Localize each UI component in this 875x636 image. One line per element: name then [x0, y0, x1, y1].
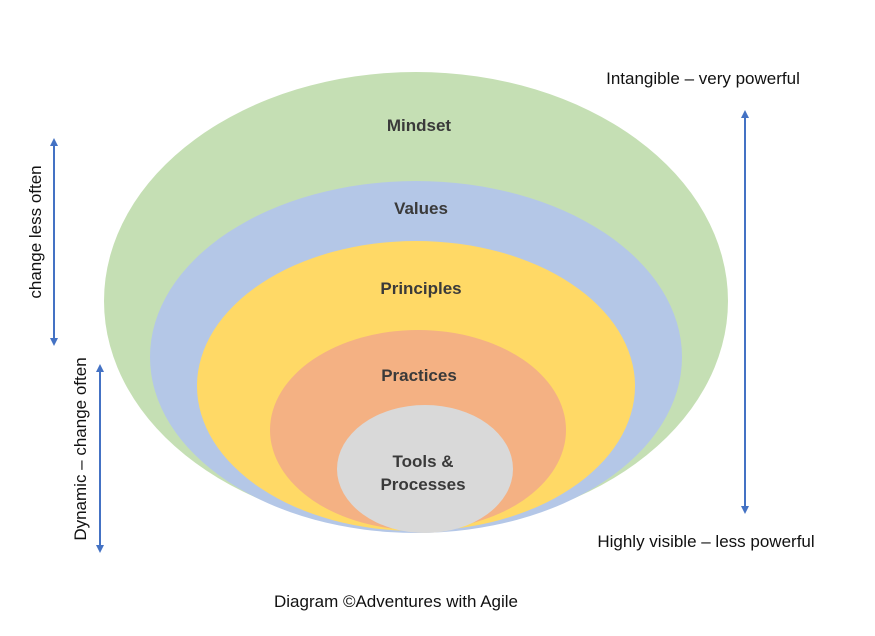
principles-label: Principles	[380, 279, 461, 298]
change-less-often-label: change less often	[26, 165, 45, 298]
intangible-label: Intangible – very powerful	[606, 69, 800, 88]
highly-visible-label: Highly visible – less powerful	[597, 532, 814, 551]
tools-label-line1: Tools &	[392, 452, 453, 471]
dynamic-change-often-label: Dynamic – change often	[71, 357, 90, 540]
diagram-caption: Diagram ©Adventures with Agile	[274, 592, 518, 611]
values-label: Values	[394, 199, 448, 218]
tools-processes-layer	[337, 405, 513, 533]
mindset-label: Mindset	[387, 116, 452, 135]
tools-label-line2: Processes	[380, 475, 465, 494]
practices-label: Practices	[381, 366, 457, 385]
